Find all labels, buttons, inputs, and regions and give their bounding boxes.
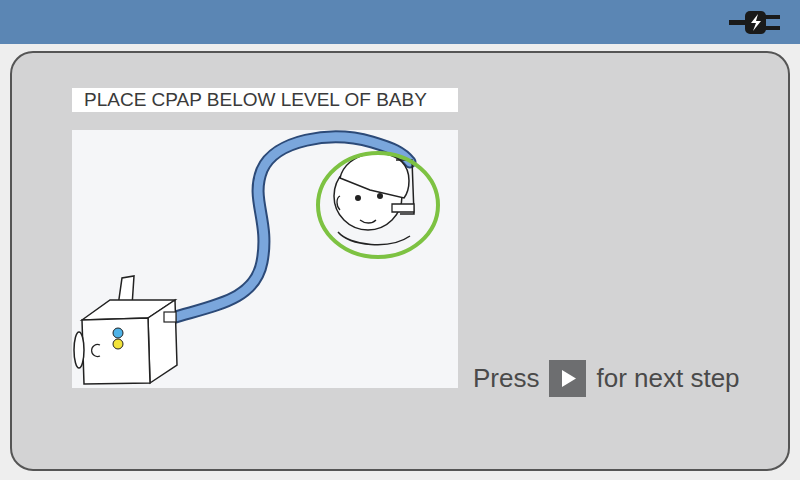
next-step-prompt: Press for next step — [473, 358, 740, 398]
prompt-text: for next step — [596, 362, 739, 394]
header-bar — [0, 0, 800, 44]
illustration-ground — [72, 130, 458, 388]
instruction-panel — [11, 52, 789, 470]
cpap-illustration — [74, 137, 438, 384]
prompt-text: Press — [473, 362, 539, 394]
power-plug-icon — [729, 11, 780, 34]
instruction-title: PLACE CPAP BELOW LEVEL OF BABY — [72, 88, 458, 112]
play-button-icon — [549, 360, 586, 397]
